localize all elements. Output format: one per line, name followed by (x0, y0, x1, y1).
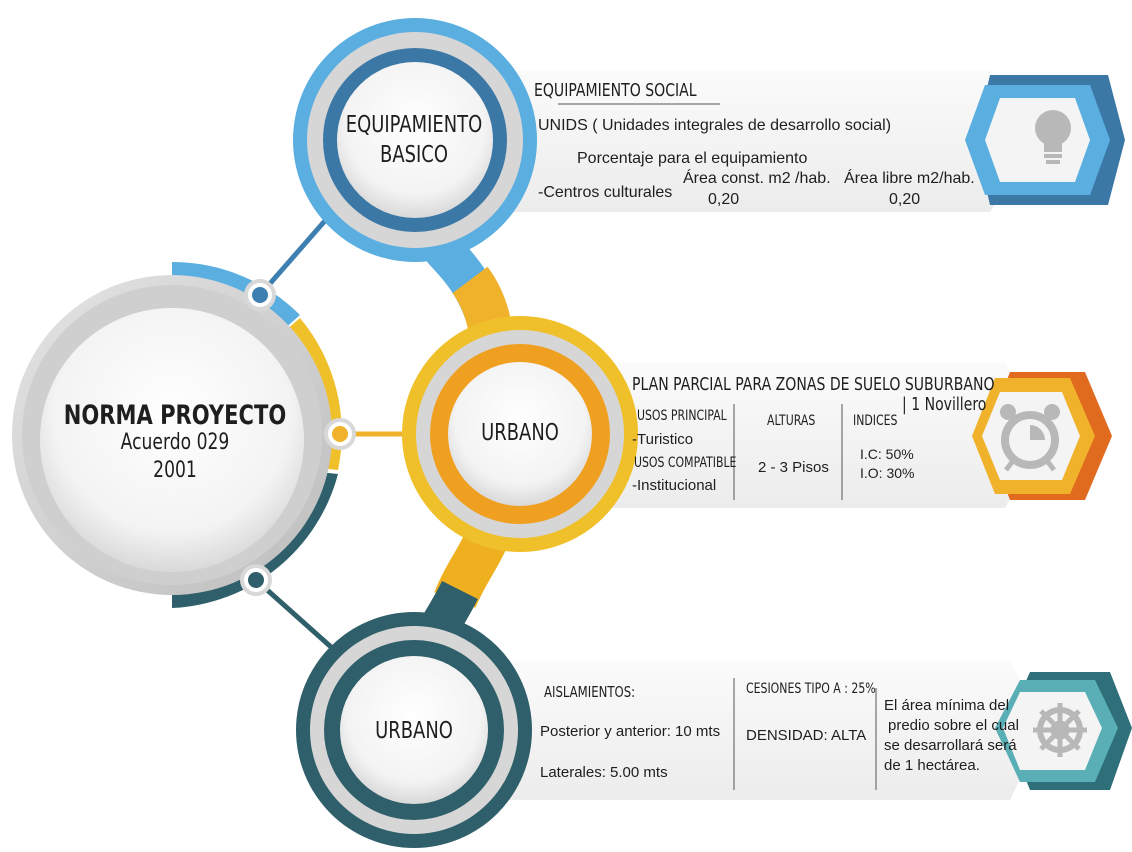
panel-equipamiento-percentage: Porcentaje para el equipamiento (577, 150, 808, 167)
panel-urbano-2-isolation-sides: Laterales: 5.00 mts (540, 764, 668, 781)
panel-urbano-2-density: DENSIDAD: ALTA (746, 727, 867, 744)
connector-nodes (240, 279, 356, 596)
main-year: 2001 (153, 458, 197, 483)
panel-urbano-2-min-area-line3: se desarrollará será (884, 737, 1017, 754)
panel-urbano-1-uses-compatible-value: -Institucional (632, 477, 717, 494)
circle-urbano-2-label: URBANO (375, 718, 453, 744)
panel-urbano-1 (520, 362, 1112, 508)
panel-equipamiento-free-area-header: Área libre m2/hab. (844, 170, 975, 187)
panel-urbano-1-title: PLAN PARCIAL PARA ZONAS DE SUELO SUBURBA… (632, 374, 995, 395)
main-circle (12, 261, 342, 608)
panel-urbano-1-uses-main-header: USOS PRINCIPAL (637, 408, 727, 424)
panel-urbano-1-heights-value: 2 - 3 Pisos (758, 459, 829, 476)
panel-equipamiento-const-area-header: Área const. m2 /hab. (683, 170, 831, 187)
circle-urbano-1 (402, 316, 638, 552)
panel-urbano-2-isolation-header: AISLAMIENTOS: (544, 683, 636, 701)
panel-urbano-2-isolation-front-back: Posterior y anterior: 10 mts (540, 723, 721, 740)
alarm-clock-icon (1000, 404, 1060, 472)
panel-equipamiento-title: EQUIPAMIENTO SOCIAL (534, 80, 697, 101)
circle-equipamiento-line2: BASICO (380, 142, 448, 168)
panel-urbano-2-min-area-line1: El área mínima del (884, 697, 1010, 714)
circle-urbano-2 (296, 612, 532, 848)
circle-equipamiento-line1: EQUIPAMIENTO (345, 112, 483, 138)
panel-urbano-1-uses-main-value: -Turistico (632, 431, 694, 448)
panel-urbano-1-location: | 1 Novillero (902, 394, 987, 415)
panel-urbano-1-index-ic: I.C: 50% (860, 446, 914, 462)
circle-equipamiento (293, 18, 537, 262)
panel-urbano-1-heights-header: ALTURAS (767, 413, 816, 429)
panel-equipamiento-free-value: 0,20 (889, 191, 921, 208)
lightbulb-icon (1035, 110, 1071, 164)
gear-wheel-icon (1033, 703, 1087, 757)
panel-urbano-2-min-area-line2: predio sobre el cual (888, 717, 1019, 734)
circle-urbano-1-label: URBANO (481, 420, 559, 446)
panel-equipamiento-unids: UNIDS ( Unidades integrales de desarroll… (538, 117, 892, 134)
panel-urbano-1-indices-header: INDICES (853, 413, 898, 429)
panel-equipamiento-const-value: 0,20 (708, 191, 740, 208)
main-title: NORMA PROYECTO (63, 400, 287, 431)
panel-equipamiento-row-label: -Centros culturales (538, 184, 673, 201)
panel-urbano-2-cessions: CESIONES TIPO A : 25% (746, 681, 876, 697)
panel-urbano-1-index-io: I.O: 30% (860, 465, 915, 481)
panel-urbano-1-uses-compatible-header: USOS COMPATIBLE (634, 455, 737, 471)
main-agreement: Acuerdo 029 (120, 430, 230, 455)
panel-urbano-2-min-area-line4: de 1 hectárea. (884, 757, 980, 774)
